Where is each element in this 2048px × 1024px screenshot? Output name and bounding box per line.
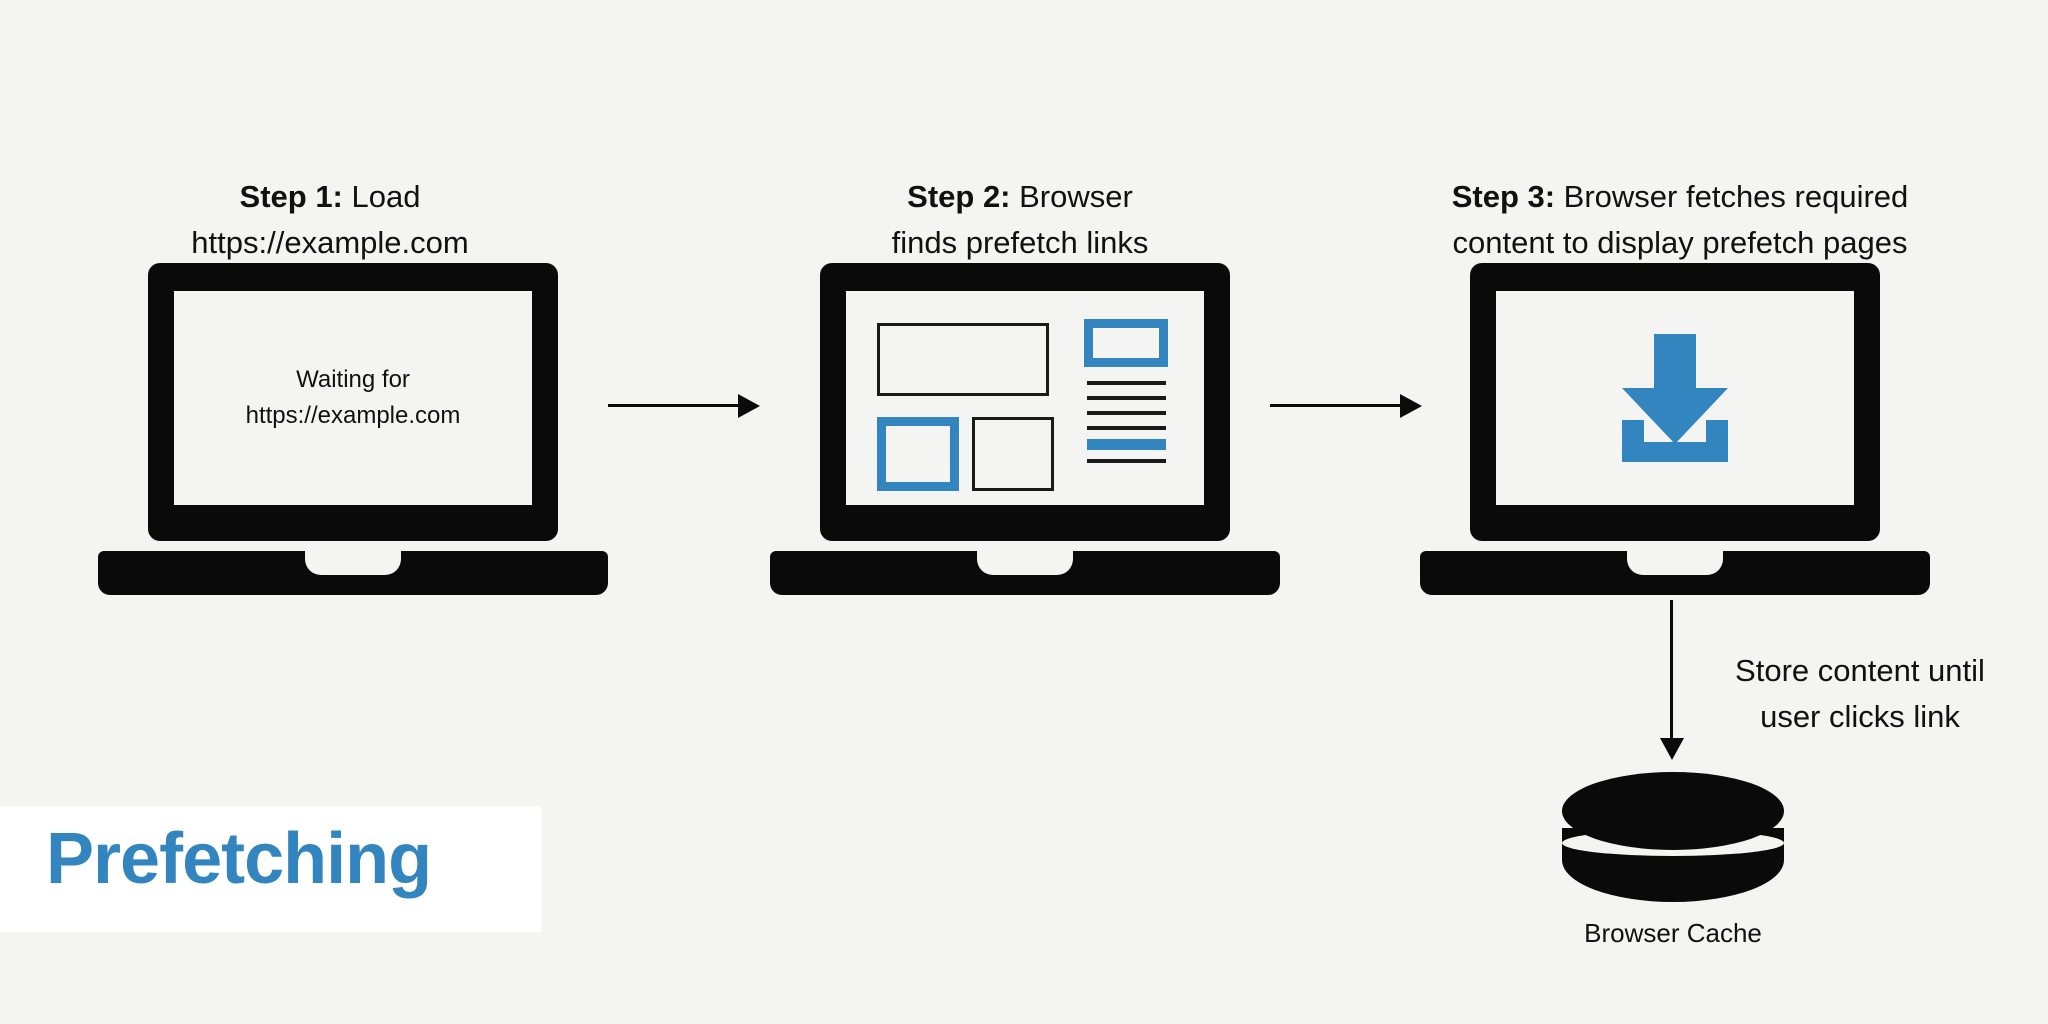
- laptop-screen: Waiting for https://example.com: [174, 291, 532, 505]
- wireframe-hero-block: [877, 323, 1049, 396]
- step-2-laptop-icon: [770, 263, 1280, 603]
- wireframe-text-line: [1087, 426, 1166, 430]
- page-wireframe: [846, 291, 1204, 505]
- browser-cache-icon: Browser Cache: [1562, 772, 1784, 948]
- wireframe-text-line: [1087, 459, 1166, 463]
- step-3-caption: Step 3: Browser fetches required content…: [1370, 128, 1990, 266]
- step-3-laptop-icon: [1420, 263, 1930, 603]
- cylinder-top: [1562, 772, 1784, 850]
- store-content-note: Store content until user clicks link: [1735, 653, 1985, 734]
- laptop-screen: [1496, 291, 1854, 505]
- step-1-caption-rest: Load https://example.com: [191, 179, 469, 260]
- laptop-lid: [820, 263, 1230, 541]
- wireframe-text-line: [1087, 411, 1166, 415]
- step-1-screen-text: Waiting for https://example.com: [245, 366, 461, 429]
- page-title: Prefetching: [46, 819, 432, 899]
- step-1-caption-lead: Step 1:: [239, 179, 343, 214]
- wireframe-thumb-block-prefetch: [877, 417, 959, 491]
- step-1-laptop-icon: Waiting for https://example.com: [98, 263, 608, 603]
- laptop-lid: [1470, 263, 1880, 541]
- step-3-caption-rest: Browser fetches required content to disp…: [1452, 179, 1909, 260]
- download-icon: [1622, 334, 1728, 462]
- wireframe-text-line-prefetch: [1087, 439, 1166, 450]
- arrow-step3-to-cache-icon: [1660, 600, 1684, 760]
- laptop-screen: [846, 291, 1204, 505]
- browser-cache-label: Browser Cache: [1584, 918, 1762, 948]
- arrow-step2-to-step3-icon: [1270, 394, 1422, 418]
- title-band: [0, 806, 541, 932]
- laptop-notch: [305, 549, 401, 575]
- arrow-step1-to-step2-icon: [608, 394, 760, 418]
- laptop-notch: [1627, 549, 1723, 575]
- step-3-caption-lead: Step 3:: [1451, 179, 1556, 214]
- wireframe-thumb-block: [972, 417, 1054, 491]
- step-1-caption: Step 1: Load https://example.com: [110, 128, 550, 266]
- step-2-caption-lead: Step 2:: [907, 179, 1011, 214]
- wireframe-sidebar-media-block-prefetch: [1084, 319, 1168, 367]
- laptop-notch: [977, 549, 1073, 575]
- wireframe-text-line: [1087, 396, 1166, 400]
- laptop-lid: Waiting for https://example.com: [148, 263, 558, 541]
- wireframe-text-line: [1087, 381, 1166, 385]
- step-2-caption: Step 2: Browser finds prefetch links: [800, 128, 1240, 266]
- step-2-caption-rest: Browser finds prefetch links: [891, 179, 1149, 260]
